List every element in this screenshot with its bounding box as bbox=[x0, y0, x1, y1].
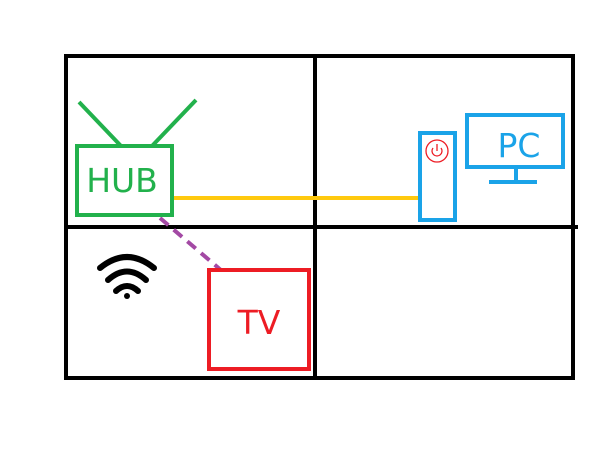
tv-label: TV bbox=[237, 303, 281, 342]
tv-box bbox=[207, 268, 311, 371]
hub-label: HUB bbox=[86, 161, 158, 200]
monitor-icon: PC bbox=[465, 113, 565, 184]
pc-label: PC bbox=[498, 126, 541, 165]
power-icon bbox=[425, 139, 449, 163]
wifi-icon bbox=[97, 254, 157, 299]
hub-box bbox=[75, 144, 174, 217]
hub-device: HUB bbox=[75, 98, 198, 217]
wireless-link bbox=[158, 216, 224, 273]
antenna-icon bbox=[77, 98, 198, 148]
room-grid bbox=[64, 54, 578, 380]
room-outline bbox=[64, 54, 575, 380]
tv-device: TV bbox=[207, 268, 311, 371]
pc-tower-icon bbox=[418, 131, 457, 222]
